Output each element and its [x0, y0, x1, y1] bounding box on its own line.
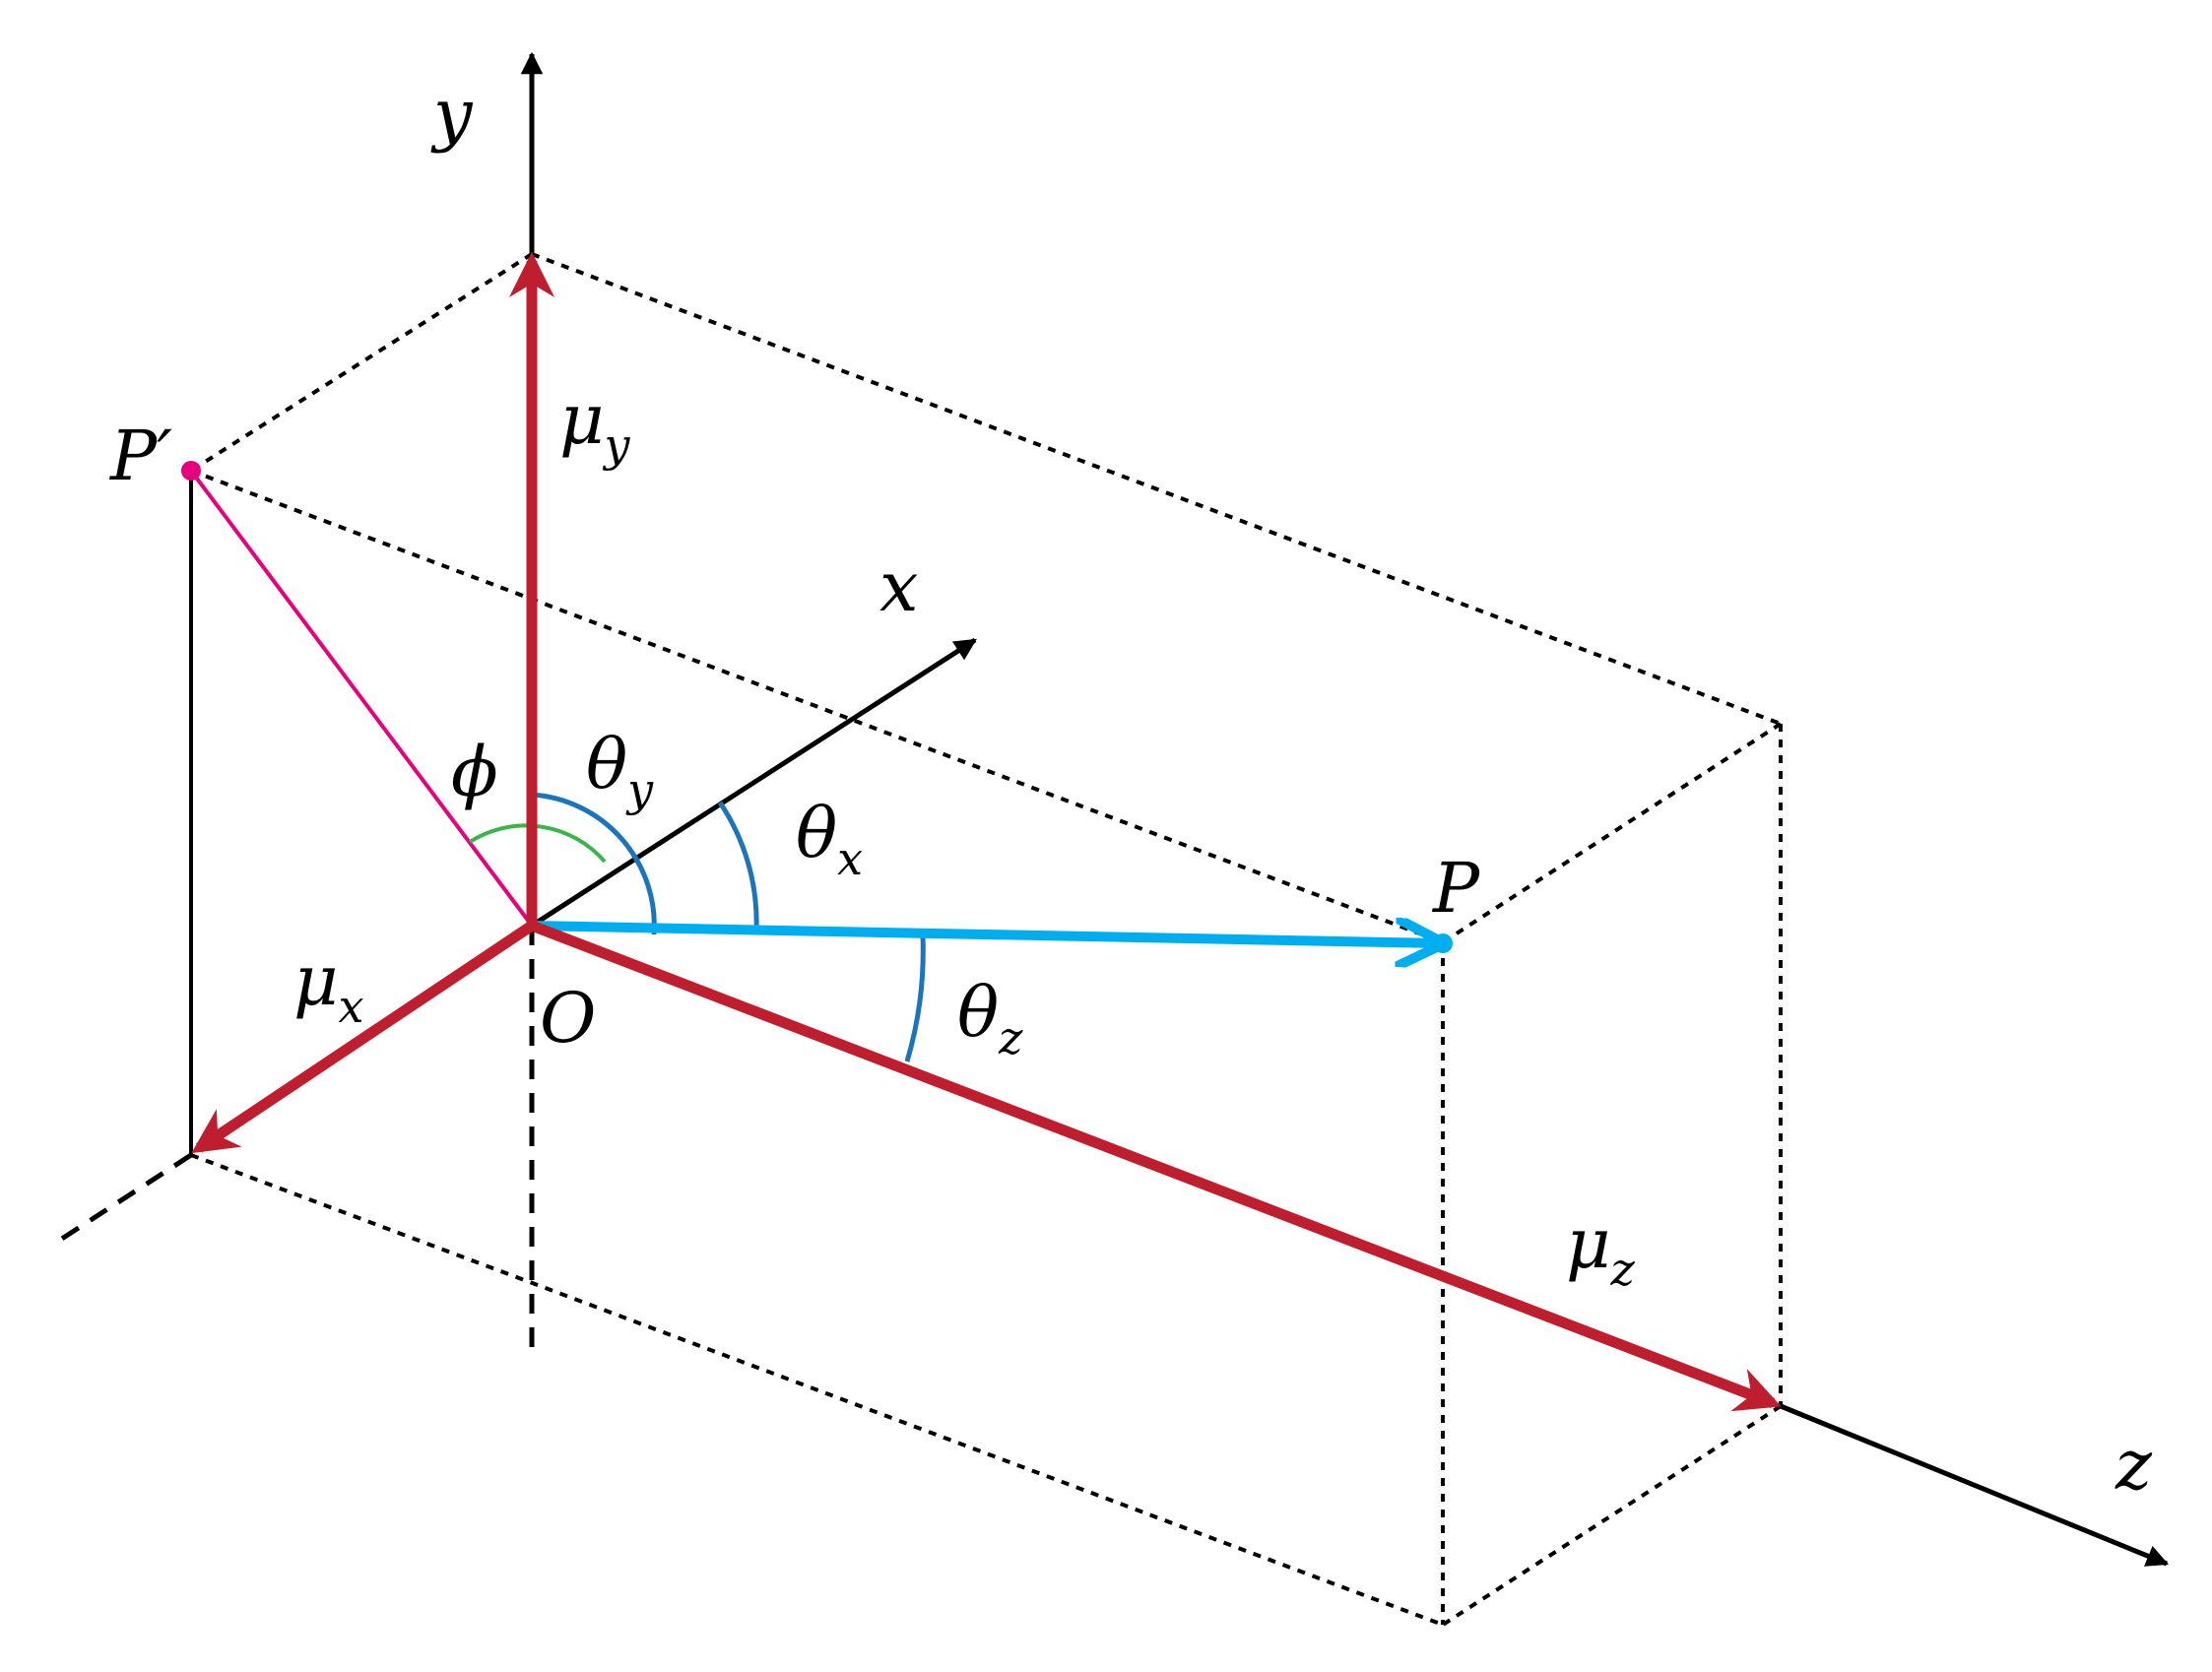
origin-label: O — [540, 978, 596, 1059]
theta-x-symbol: θ — [796, 793, 837, 873]
x-axis-label: x — [879, 547, 918, 627]
vector-op — [531, 926, 1440, 943]
box-edge — [1441, 1404, 1783, 1627]
y-axis-label: y — [430, 74, 474, 155]
theta-y-subscript: y — [625, 763, 654, 816]
theta-y-label: θy — [586, 724, 654, 816]
phi-label: ϕ — [451, 732, 498, 812]
mu-z-label: μz — [1566, 1203, 1636, 1296]
mu-z-subscript: z — [1610, 1243, 1636, 1296]
mu-z-symbol: μ — [1566, 1203, 1611, 1284]
negative-x-axis — [49, 1152, 193, 1249]
box-edge — [190, 469, 1444, 944]
x-axis — [530, 637, 977, 929]
phi-arc — [468, 823, 607, 864]
projection-box — [189, 252, 1783, 1627]
z-axis-label: z — [2114, 1425, 2153, 1506]
point-p-prime-dot — [181, 461, 201, 481]
mu-z-vector — [530, 920, 1782, 1412]
mu-y-label: μy — [559, 379, 631, 472]
theta-y-arc — [531, 792, 657, 935]
theta-z-symbol: θ — [957, 972, 999, 1053]
mu-y-subscript: y — [603, 418, 631, 472]
mu-x-subscript: x — [339, 980, 364, 1033]
box-edge — [531, 252, 1782, 726]
mu-x-vector — [191, 921, 536, 1154]
point-p-prime-label: P′ — [108, 416, 172, 496]
box-edge — [1441, 722, 1783, 944]
theta-x-label: θx — [796, 793, 863, 885]
box-edge — [189, 252, 534, 473]
point-p-label: P — [1431, 848, 1481, 929]
theta-z-label: θz — [957, 972, 1023, 1064]
z-axis — [1780, 1403, 2170, 1567]
theta-y-symbol: θ — [586, 724, 627, 804]
theta-z-arc — [904, 934, 926, 1062]
mu-y-symbol: μ — [559, 379, 605, 460]
theta-x-subscript: x — [837, 832, 863, 885]
box-edge — [190, 1153, 1444, 1627]
mu-x-symbol: μ — [293, 940, 339, 1021]
theta-z-subscript: z — [998, 1011, 1023, 1064]
mu-x-label: μx — [293, 940, 364, 1033]
theta-x-arc — [717, 801, 759, 931]
point-p-dot — [1433, 933, 1453, 953]
op-prime-line — [189, 469, 534, 928]
